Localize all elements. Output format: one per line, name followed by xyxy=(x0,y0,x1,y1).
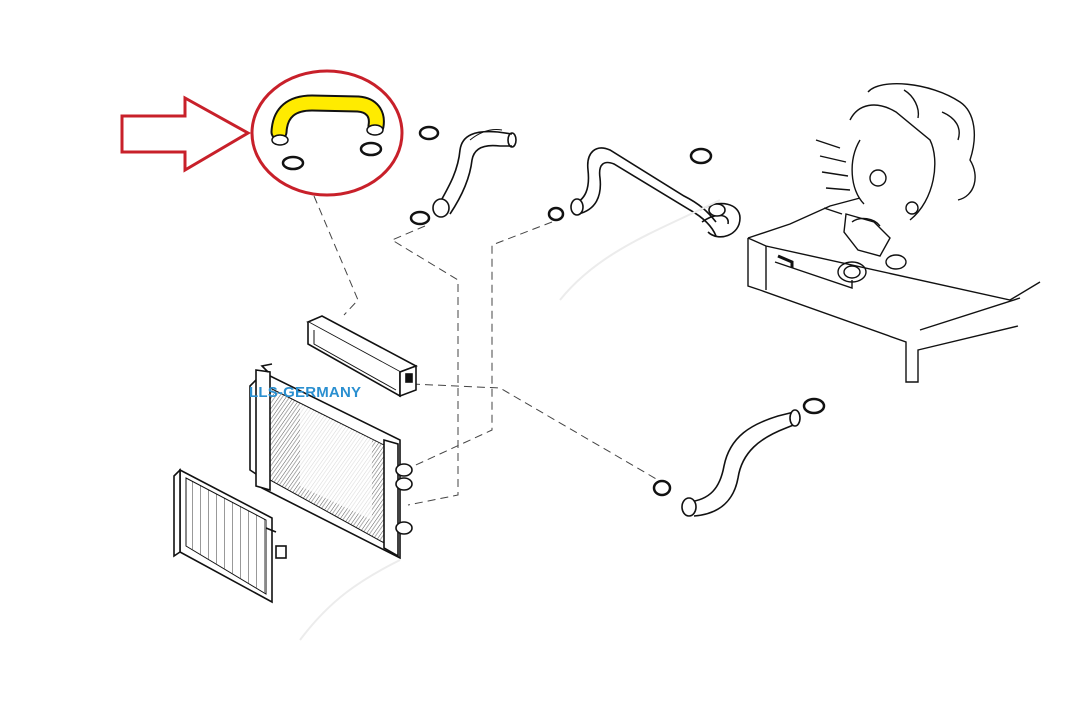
leader-lines xyxy=(313,195,659,506)
radiator xyxy=(249,363,413,560)
upper-coolant-hose xyxy=(409,125,517,226)
arrow-right-outline-icon xyxy=(120,95,252,173)
brand-label: LLS-GERMANY xyxy=(249,384,362,401)
lower-coolant-hose xyxy=(652,397,826,517)
condenser xyxy=(173,468,287,604)
heater-pipe-assembly xyxy=(547,147,741,238)
watermark-graphic xyxy=(299,199,721,641)
highlighted-coolant-hose xyxy=(250,69,404,197)
engine-block xyxy=(747,83,1041,383)
expansion-reservoir xyxy=(306,315,418,398)
